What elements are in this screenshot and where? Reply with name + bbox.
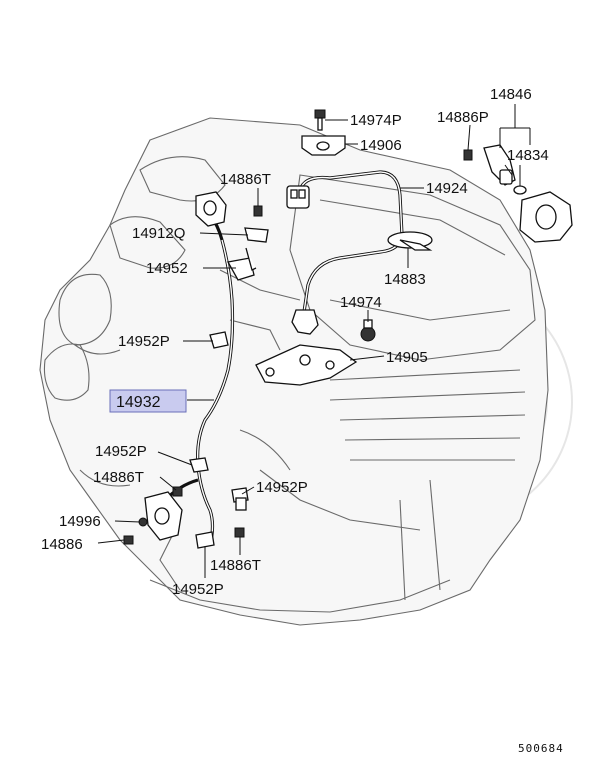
sensor-14974 bbox=[291, 309, 376, 342]
bracket-14905 bbox=[255, 344, 358, 386]
label-14952P-upper: 14952P bbox=[118, 333, 170, 350]
label-14905: 14905 bbox=[386, 349, 428, 366]
part-labels: 14846 14974P 14886P 14906 14834 14886T 1… bbox=[41, 86, 549, 598]
diagram-code: 500684 bbox=[518, 742, 564, 755]
label-14906: 14906 bbox=[360, 137, 402, 154]
leader-lines bbox=[97, 104, 531, 578]
clip-14952 bbox=[226, 247, 257, 281]
sensor-14912Q bbox=[195, 191, 269, 243]
bolt-14974P bbox=[314, 109, 326, 131]
label-14834: 14834 bbox=[507, 147, 549, 164]
label-14886T-top: 14886T bbox=[220, 171, 271, 188]
clip-14883 bbox=[387, 231, 433, 251]
label-14952P-right: 14952P bbox=[256, 479, 308, 496]
bracket-14906 bbox=[301, 135, 346, 156]
label-14932: 14932 bbox=[116, 394, 161, 411]
label-14952: 14952 bbox=[146, 260, 188, 277]
label-14974P: 14974P bbox=[350, 112, 402, 129]
label-14974: 14974 bbox=[340, 294, 382, 311]
throttle-body bbox=[519, 191, 573, 243]
label-14886T-left: 14886T bbox=[93, 469, 144, 486]
label-14912Q: 14912Q bbox=[132, 225, 185, 242]
label-14886T-bottom: 14886T bbox=[210, 557, 261, 574]
label-14952P-mid: 14952P bbox=[95, 443, 147, 460]
label-14996: 14996 bbox=[59, 513, 101, 530]
label-14846: 14846 bbox=[490, 86, 532, 103]
label-14883: 14883 bbox=[384, 271, 426, 288]
label-14886: 14886 bbox=[41, 536, 83, 553]
connector-14924 bbox=[286, 185, 310, 209]
label-14924: 14924 bbox=[426, 180, 468, 197]
sensor-14996 bbox=[123, 486, 247, 545]
highlight-box-14932 bbox=[109, 389, 187, 413]
label-14886P: 14886P bbox=[437, 109, 489, 126]
label-14952P-bottom: 14952P bbox=[172, 581, 224, 598]
